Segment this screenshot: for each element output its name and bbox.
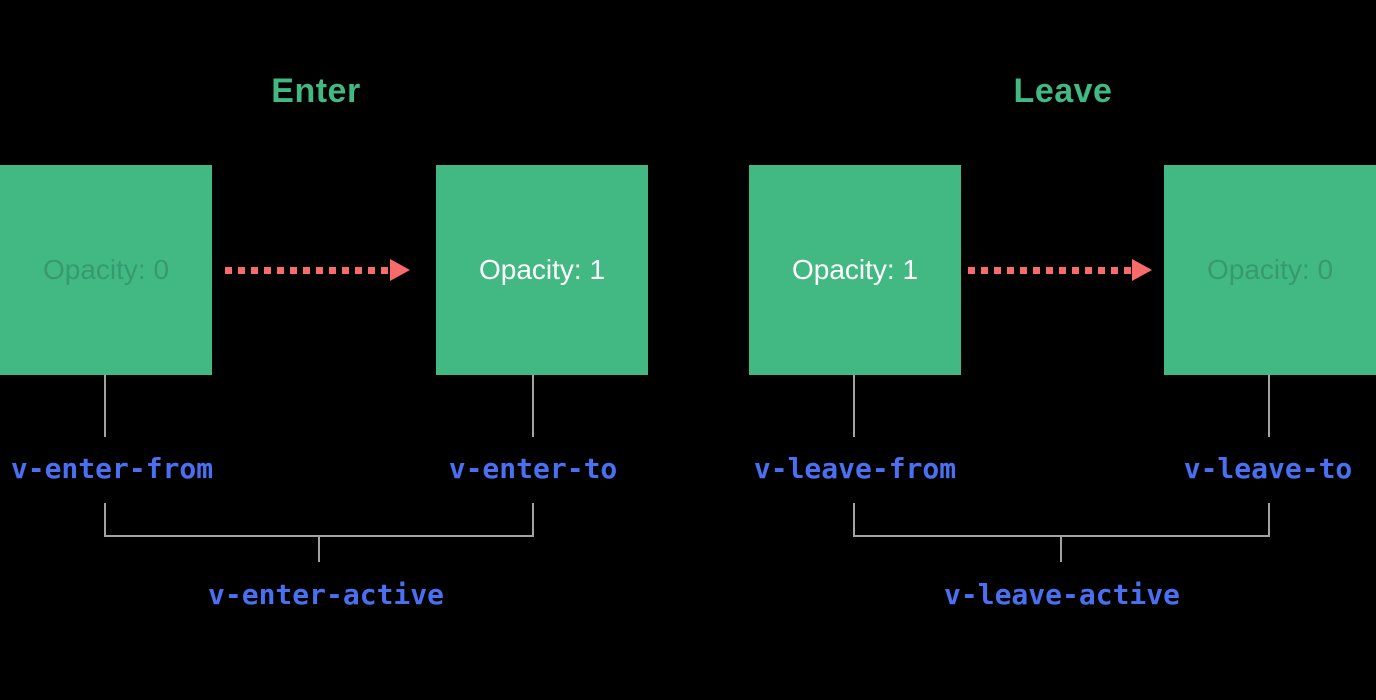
enter-end-state-label: Opacity: 1: [478, 254, 606, 285]
enter-end-state-box: Opacity: 1: [436, 165, 648, 375]
leave-end-state-box: Opacity: 0: [1164, 165, 1376, 375]
enter-start-state-label: Opacity: 0: [42, 254, 170, 285]
enter-active-range-bracket: [104, 503, 534, 537]
enter-arrow-head-icon: [390, 259, 410, 281]
enter-to-connector-line: [532, 375, 534, 437]
leave-end-state-label: Opacity: 0: [1206, 254, 1334, 285]
leave-start-state-box: Opacity: 1: [749, 165, 961, 375]
leave-active-range-bracket: [853, 503, 1270, 537]
enter-transition-dashed-arrow: [225, 267, 391, 274]
enter-from-connector-line: [104, 375, 106, 437]
leave-active-stem-line: [1060, 537, 1062, 562]
leave-phase-title: Leave: [1013, 72, 1113, 110]
leave-from-class-label: v-leave-from: [753, 452, 957, 485]
enter-active-stem-line: [318, 537, 320, 562]
enter-phase-title: Enter: [271, 72, 361, 110]
leave-to-connector-line: [1268, 375, 1270, 437]
enter-from-class-label: v-enter-from: [10, 452, 214, 485]
leave-arrow-head-icon: [1132, 259, 1152, 281]
enter-active-class-label: v-enter-active: [207, 578, 445, 611]
leave-start-state-label: Opacity: 1: [791, 254, 919, 285]
leave-transition-dashed-arrow: [968, 267, 1133, 274]
enter-start-state-box: Opacity: 0: [0, 165, 212, 375]
leave-to-class-label: v-leave-to: [1183, 452, 1353, 485]
leave-from-connector-line: [853, 375, 855, 437]
leave-active-class-label: v-leave-active: [943, 578, 1181, 611]
enter-to-class-label: v-enter-to: [448, 452, 618, 485]
